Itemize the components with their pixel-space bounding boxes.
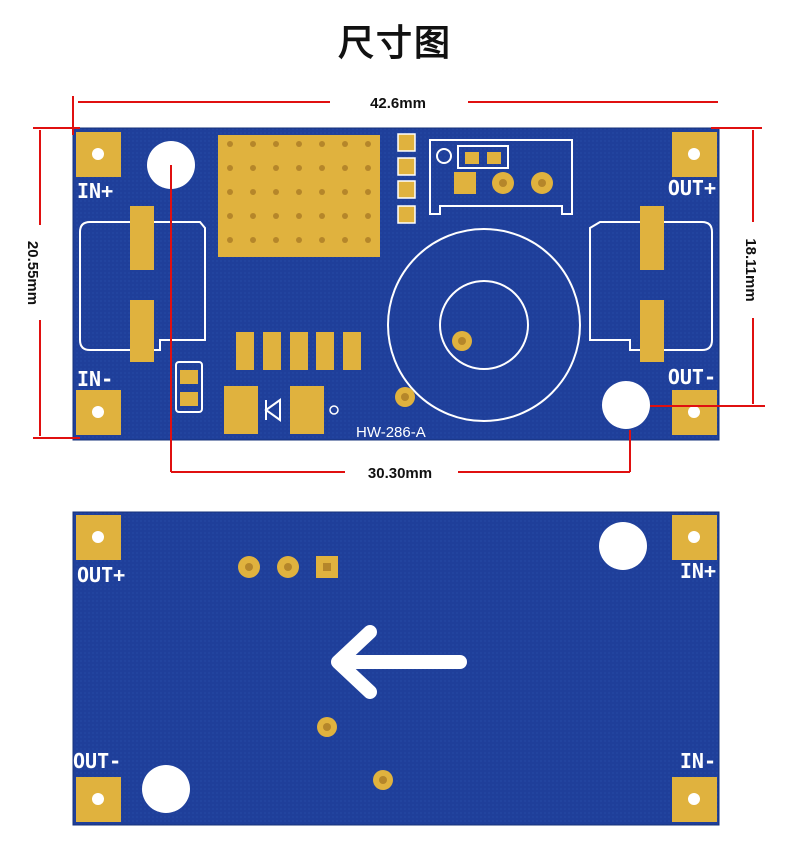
diode-symbol-icon [264,398,281,422]
bottom-mounting-hole-bottom-left [142,765,190,813]
thermal-via [296,237,302,243]
thermal-via [342,189,348,195]
thermal-via [273,237,279,243]
thermal-via [250,189,256,195]
dimension-hole-spacing-label: 30.30mm [368,465,432,482]
thermal-via [227,237,233,243]
bottom-pad-in-minus [672,777,717,822]
thermal-via [342,165,348,171]
thermal-via [273,213,279,219]
label-in-minus: IN- [77,367,113,391]
thermal-via [227,189,233,195]
thermal-via [365,189,371,195]
pad-out-minus [672,390,717,435]
thermal-via [296,213,302,219]
output-capacitor [589,206,713,362]
thermal-via [250,141,256,147]
bottom-pad-out-plus [76,515,121,560]
bottom-label-in-minus: IN- [680,749,716,773]
top-board: IN+ IN- OUT+ OUT- [72,127,720,441]
thermal-via [250,237,256,243]
pad-in-minus [76,390,121,435]
pad-in-plus [76,132,121,177]
thermal-via [342,141,348,147]
bottom-pad-out-minus [76,777,121,822]
bottom-pad-in-plus [672,515,717,560]
small-smd-pads [397,133,416,224]
small-capacitor [175,361,203,413]
thermal-via [250,213,256,219]
thermal-via [296,189,302,195]
inductor [387,228,581,422]
thermal-via [365,237,371,243]
bottom-mounting-hole-top-right [599,522,647,570]
direction-arrow-icon [331,625,467,699]
mounting-hole-bottom-right [602,381,650,429]
thermal-via [273,165,279,171]
thermal-via [227,141,233,147]
diode [224,386,339,434]
thermal-via [319,189,325,195]
thermal-via [250,165,256,171]
thermal-via [319,213,325,219]
thermal-via [319,237,325,243]
thermal-via [273,189,279,195]
thermal-via [319,141,325,147]
thermal-via [365,213,371,219]
bottom-label-out-plus: OUT+ [77,563,125,587]
bottom-label-in-plus: IN+ [680,559,716,583]
pad-out-plus [672,132,717,177]
label-out-minus: OUT- [668,365,716,389]
thermal-via [273,141,279,147]
thermal-via [365,165,371,171]
bottom-label-out-minus: OUT- [73,749,121,773]
dimension-height-label: 20.55mm [24,241,41,305]
page-title: 尺寸图 [337,23,452,64]
model-label: HW-286-A [356,424,426,441]
ic-thermal-pad [218,135,380,257]
potentiometer [429,139,573,215]
thermal-via [342,237,348,243]
label-in-plus: IN+ [77,179,113,203]
ic-pin-pads [236,332,361,370]
thermal-via [227,165,233,171]
thermal-via [296,165,302,171]
dimension-width-label: 42.6mm [370,95,426,112]
thermal-via [319,165,325,171]
thermal-via [296,141,302,147]
thermal-via [365,141,371,147]
dimension-lines [33,96,765,473]
label-out-plus: OUT+ [668,176,716,200]
thermal-via [342,213,348,219]
bottom-board: OUT+ OUT- IN+ IN- [72,511,720,826]
bottom-pot-pins [238,556,338,578]
dimension-inner-height-label: 18.11mm [742,238,759,301]
input-capacitor [79,206,206,362]
thermal-via [227,213,233,219]
